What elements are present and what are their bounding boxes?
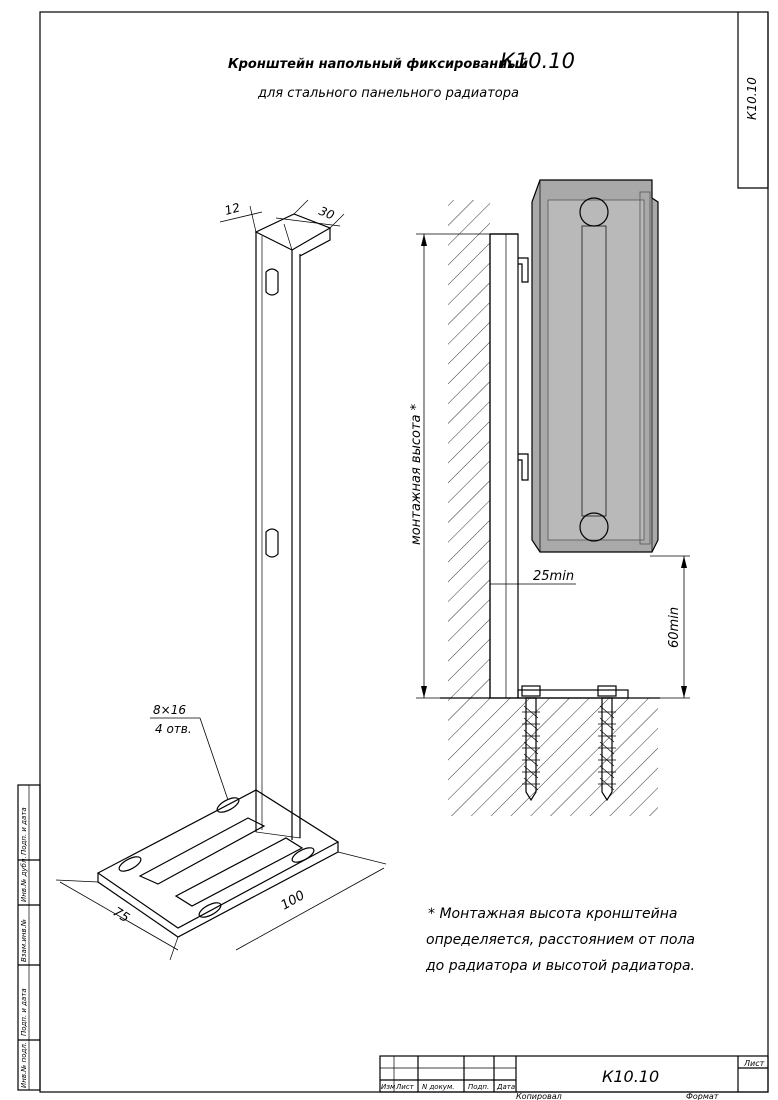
sheet-frame <box>39 11 769 1093</box>
title-block-code: К10.10 <box>602 1067 659 1086</box>
drawing-subtitle: для стального панельного радиатора <box>257 86 519 101</box>
dim-wall-gap: 25min <box>533 569 574 584</box>
wall-section <box>448 200 491 698</box>
note-line: определяется, расстоянием от пола <box>426 932 695 948</box>
floor-section <box>440 697 660 816</box>
dim-floor-gap: 60min <box>667 607 682 648</box>
title-block-header: Изм <box>381 1083 396 1091</box>
dim-base-width: 75 <box>110 905 132 926</box>
anchor-bolt <box>521 685 541 802</box>
title-block-header: Дата <box>496 1083 515 1091</box>
title-block-header: N докум. <box>422 1083 454 1091</box>
drawing-title: Кронштейн напольный фиксированный <box>228 57 528 72</box>
anchor-bolt <box>597 685 617 802</box>
title-block-header: Лист <box>395 1083 415 1091</box>
title-block-header: Подп. <box>468 1083 489 1091</box>
side-stamp: Подп. и дата Инв.№ дубл. Взам.инв.№ Подп… <box>17 784 41 1091</box>
radiator <box>531 179 659 553</box>
section-dimensions <box>416 233 690 699</box>
title-block: Изм Лист N докум. Подп. Дата К10.10 Лист… <box>379 1055 769 1100</box>
title-block-sheet-label: Лист <box>743 1059 765 1068</box>
side-stamp-label: Инв.№ дубл. <box>20 856 28 902</box>
note-line: * Монтажная высота кронштейна <box>428 906 677 922</box>
iso-dimensions <box>55 199 387 961</box>
corner-stamp-box <box>737 12 769 189</box>
dim-top-depth: 12 <box>223 200 241 217</box>
side-stamp-label: Подп. и дата <box>20 988 28 1036</box>
note-line: до радиатора и высотой радиатора. <box>425 958 695 974</box>
drawing-title-code: К10.10 <box>500 49 575 73</box>
dim-hole-size: 8×16 <box>153 703 186 717</box>
corner-code: К10.10 <box>745 77 759 120</box>
side-stamp-label: Подп. и дата <box>20 807 28 855</box>
dim-top-width: 30 <box>317 204 337 223</box>
title-block-format: Формат <box>686 1092 719 1100</box>
dim-mount-height: монтажная высота * <box>409 403 424 545</box>
dim-hole-count: 4 отв. <box>155 722 192 736</box>
side-stamp-label: Инв.№ подл. <box>20 1042 28 1088</box>
dim-base-length: 100 <box>279 888 308 913</box>
side-stamp-label: Взам.инв.№ <box>20 919 28 962</box>
bracket-isometric <box>96 213 340 938</box>
bracket-section <box>489 233 629 699</box>
title-block-copied: Копировал <box>516 1092 562 1100</box>
